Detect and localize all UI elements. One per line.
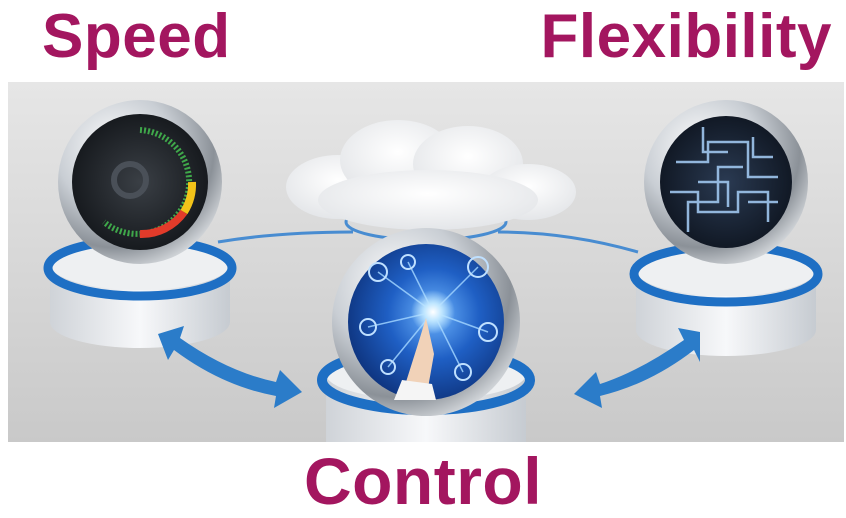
circuit-paths-icon bbox=[644, 100, 808, 264]
speedometer-gauge-icon bbox=[58, 100, 222, 264]
double-headed-arrow-icon bbox=[158, 326, 700, 408]
flexibility-pedestal bbox=[629, 241, 823, 356]
diagram-scene bbox=[8, 82, 844, 442]
control-label: Control bbox=[303, 444, 543, 518]
touch-network-icon bbox=[332, 228, 520, 416]
cloud-icon bbox=[286, 120, 576, 230]
speed-label: Speed bbox=[42, 2, 231, 71]
flexibility-label: Flexibility bbox=[540, 2, 832, 71]
